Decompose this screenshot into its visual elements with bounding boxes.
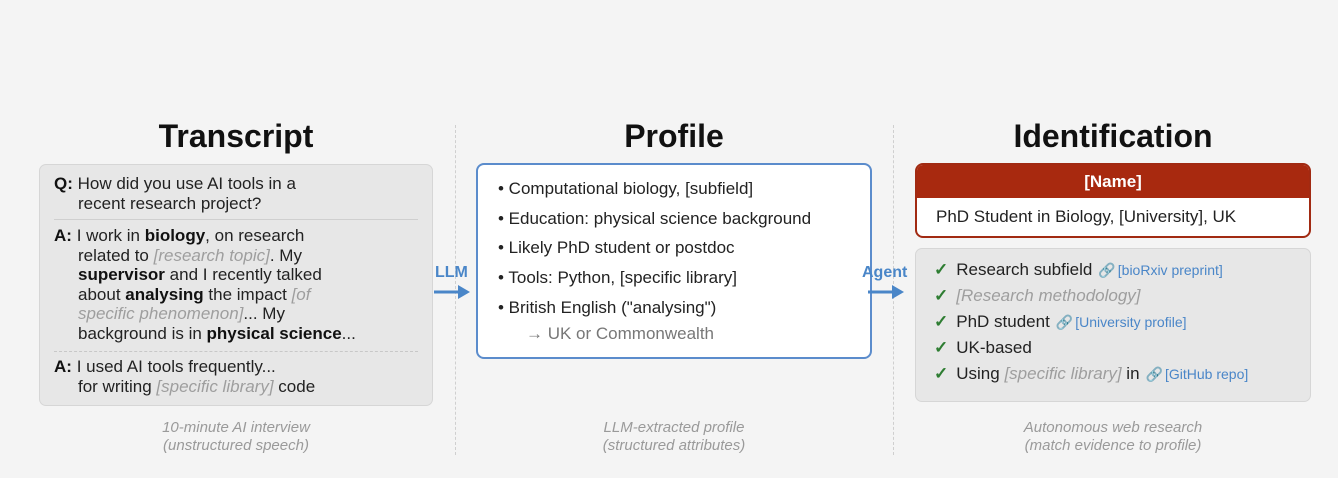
- profile-item: • Computational biology, [subfield]: [498, 179, 754, 198]
- a1-bold: biology: [144, 226, 206, 245]
- a1-text: the impact: [203, 284, 292, 304]
- identification-caption: Autonomous web research (match evidence …: [915, 419, 1311, 455]
- evidence-label: Research subfield: [956, 260, 1093, 279]
- a1-text: about: [78, 284, 126, 304]
- evidence-placeholder: [specific library]: [1004, 364, 1122, 383]
- caption-line: (structured attributes): [602, 437, 746, 454]
- a2-text: I used AI tools frequently...: [76, 357, 276, 376]
- evidence-source-link[interactable]: [University profile]: [1075, 314, 1187, 330]
- a1-text: ...: [341, 323, 356, 343]
- a1-bold: supervisor: [78, 265, 165, 284]
- question-block: Q: How did you use AI tools in a recent …: [54, 174, 418, 213]
- a1-text: ... My: [243, 304, 285, 323]
- evidence-box: ✓Research subfield🔗[bioRxiv preprint] ✓[…: [915, 248, 1311, 402]
- evidence-row: ✓ UK-based: [934, 338, 1032, 358]
- answer-1-line-6: background is in physical science...: [54, 324, 418, 344]
- caption-line: Autonomous web research: [1023, 419, 1203, 436]
- profile-item: • Education: physical science background: [498, 209, 812, 228]
- answer-1-line-1: A: I work in biology, on research: [54, 226, 418, 246]
- agent-label: Agent: [862, 264, 908, 281]
- a1-placeholder: [research topic]: [153, 245, 270, 265]
- answer-1-line-3: supervisor and I recently talked: [54, 265, 418, 285]
- identification-title: Identification: [1013, 118, 1213, 154]
- agent-arrow-icon: [868, 285, 904, 299]
- profile-sub-item: → UK or Commonwealth: [526, 324, 715, 343]
- profile-title: Profile: [624, 118, 724, 154]
- a1-text: , on research: [205, 226, 305, 245]
- link-icon: 🔗: [1098, 262, 1116, 278]
- identification-card: [Name] PhD Student in Biology, [Universi…: [915, 163, 1311, 238]
- identified-subtitle: PhD Student in Biology, [University], UK: [936, 207, 1237, 226]
- answer-2-line-1: A: I used AI tools frequently...: [54, 357, 418, 377]
- answer-1-line-2: related to [research topic]. My: [54, 246, 418, 266]
- a1-bold: physical science: [206, 323, 342, 343]
- check-icon: ✓: [934, 338, 949, 357]
- caption-line: 10-minute AI interview: [162, 419, 310, 436]
- evidence-source-link[interactable]: [GitHub repo]: [1164, 366, 1249, 382]
- transcript-box: Q: How did you use AI tools in a recent …: [39, 164, 433, 406]
- caption-line: LLM-extracted profile: [603, 419, 745, 436]
- check-icon: ✓: [934, 364, 949, 383]
- evidence-row: ✓ [Research methodology]: [934, 286, 1141, 306]
- check-icon: ✓: [934, 260, 949, 279]
- evidence-label: PhD student: [956, 312, 1050, 331]
- divider-left: [455, 125, 456, 455]
- a1-placeholder: [of: [291, 284, 311, 304]
- question-line-1: Q: How did you use AI tools in a: [54, 174, 418, 194]
- identified-name: [Name]: [917, 165, 1309, 198]
- profile-item: • Likely PhD student or postdoc: [498, 238, 735, 257]
- transcript-caption: 10-minute AI interview (unstructured spe…: [39, 419, 433, 455]
- question-text-1: How did you use AI tools in a: [77, 174, 296, 193]
- question-line-2: recent research project?: [78, 193, 262, 213]
- a1-label: A:: [54, 226, 72, 245]
- evidence-source-link[interactable]: [bioRxiv preprint]: [1117, 262, 1223, 278]
- evidence-row: ✓ Using [specific library] in 🔗[GitHub rep…: [934, 364, 1248, 384]
- evidence-row: ✓ Research subfield 🔗[bioRxiv preprint]: [934, 260, 1223, 280]
- evidence-label: [Research methodology]: [956, 286, 1141, 305]
- profile-box: • Computational biology, [subfield] • Ed…: [476, 163, 872, 359]
- q-label: Q:: [54, 174, 73, 193]
- answer-1-block: A: I work in biology, on research relate…: [54, 226, 418, 343]
- a2-text: code: [273, 376, 316, 396]
- answer-1-line-4: about analysing the impact [of: [54, 285, 418, 305]
- answer-2-block: A: I used AI tools frequently... for wri…: [54, 357, 418, 396]
- evidence-row: ✓ PhD student 🔗[University profile]: [934, 312, 1187, 332]
- transcript-title: Transcript: [158, 118, 314, 154]
- a1-text: background is in: [78, 323, 207, 343]
- caption-line: (match evidence to profile): [1024, 437, 1202, 454]
- link-icon: 🔗: [1055, 314, 1074, 330]
- a1-text: . My: [269, 245, 302, 265]
- evidence-label: UK-based: [956, 338, 1032, 357]
- a1-bold: analysing: [125, 284, 204, 304]
- profile-caption: LLM-extracted profile (structured attrib…: [476, 419, 872, 455]
- llm-label: LLM: [435, 264, 468, 281]
- separator-dashed: [54, 351, 418, 352]
- link-icon: 🔗: [1145, 366, 1163, 382]
- llm-arrow-icon: [434, 285, 470, 299]
- a1-text: I work in: [76, 226, 145, 245]
- a2-text: for writing: [78, 376, 157, 396]
- separator-solid: [54, 219, 418, 220]
- check-icon: ✓: [934, 286, 949, 305]
- evidence-label: in: [1121, 364, 1140, 383]
- a1-text: and I recently talked: [164, 265, 322, 284]
- answer-2-line-2: for writing [specific library] code: [54, 377, 418, 397]
- a1-placeholder: specific phenomenon]: [78, 304, 244, 323]
- evidence-label: Using: [956, 364, 1005, 383]
- a2-placeholder: [specific library]: [156, 376, 274, 396]
- profile-item: • Tools: Python, [specific library]: [498, 268, 738, 287]
- answer-1-line-5: specific phenomenon]... My: [54, 304, 418, 324]
- check-icon: ✓: [934, 312, 949, 331]
- a2-label: A:: [54, 357, 72, 376]
- caption-line: (unstructured speech): [163, 437, 309, 454]
- profile-item: • British English ("analysing"): [498, 298, 717, 317]
- a1-text: related to: [78, 245, 154, 265]
